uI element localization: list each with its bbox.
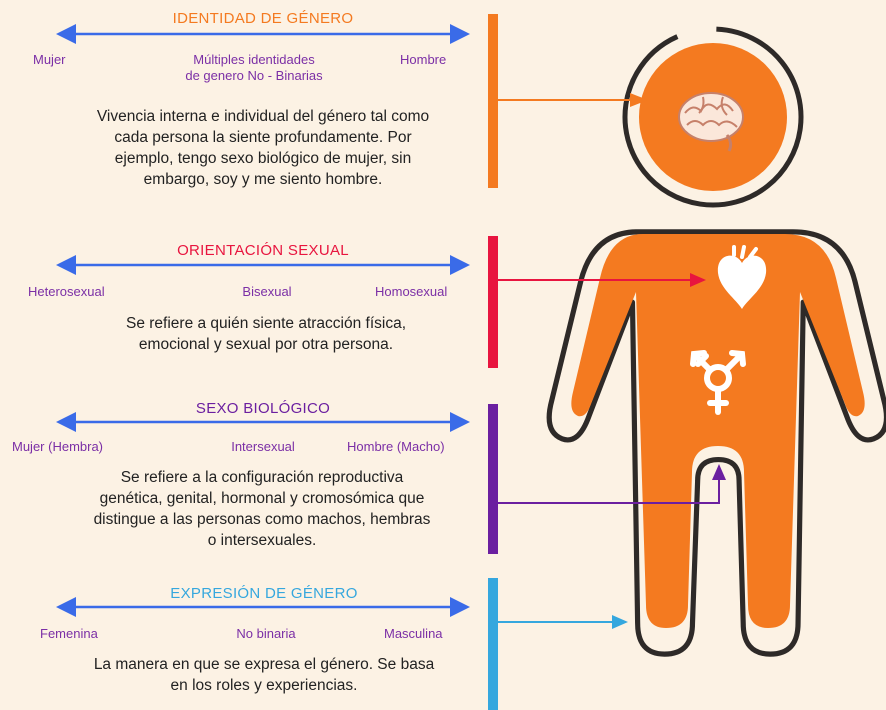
identity-connector-arrow (498, 93, 648, 107)
identity-description: Vivencia interna e individual del género… (96, 108, 430, 188)
expression-bar (488, 578, 498, 710)
sex-bar (488, 404, 498, 554)
orientation-left-label: Heterosexual (28, 284, 105, 299)
orientation-right-label: Homosexual (375, 284, 448, 299)
sex-right-label: Hombre (Macho) (347, 439, 445, 454)
expression-title: EXPRESIÓN DE GÉNERO (170, 585, 358, 602)
transgender-symbol-icon (690, 350, 746, 415)
heart-icon (717, 245, 767, 309)
identity-title: IDENTIDAD DE GÉNERO (172, 10, 354, 27)
sex-left-label: Mujer (Hembra) (12, 439, 104, 454)
orientation-middle-label: Bisexual (242, 284, 292, 299)
sex-description: Se refiere a la configuración reproducti… (93, 469, 431, 549)
sex-middle-label: Intersexual (231, 439, 295, 454)
identity-left-label: Mujer (33, 52, 66, 67)
brain-icon (678, 92, 744, 152)
sex-spectrum-arrow (56, 412, 470, 432)
identity-middle-label: Múltiples identidades de genero No - Bin… (185, 52, 323, 83)
identity-spectrum-arrow (56, 24, 470, 44)
expression-left-label: Femenina (40, 626, 98, 641)
identity-bar (488, 14, 498, 188)
expression-middle-label: No binaria (236, 626, 296, 641)
orientation-connector-arrow (498, 273, 706, 287)
sex-connector-arrow (498, 464, 726, 504)
orientation-spectrum-arrow (56, 255, 470, 275)
sex-title: SEXO BIOLÓGICO (195, 400, 331, 417)
identity-right-label: Hombre (400, 52, 447, 67)
expression-right-label: Masculina (384, 626, 443, 641)
orientation-description: Se refiere a quién siente atracción físi… (125, 315, 407, 353)
orientation-bar (488, 236, 498, 368)
expression-spectrum-arrow (56, 597, 470, 617)
expression-connector-arrow (498, 615, 628, 629)
orientation-title: ORIENTACIÓN SEXUAL (177, 242, 349, 259)
expression-description: La manera en que se expresa el género. S… (93, 656, 435, 694)
